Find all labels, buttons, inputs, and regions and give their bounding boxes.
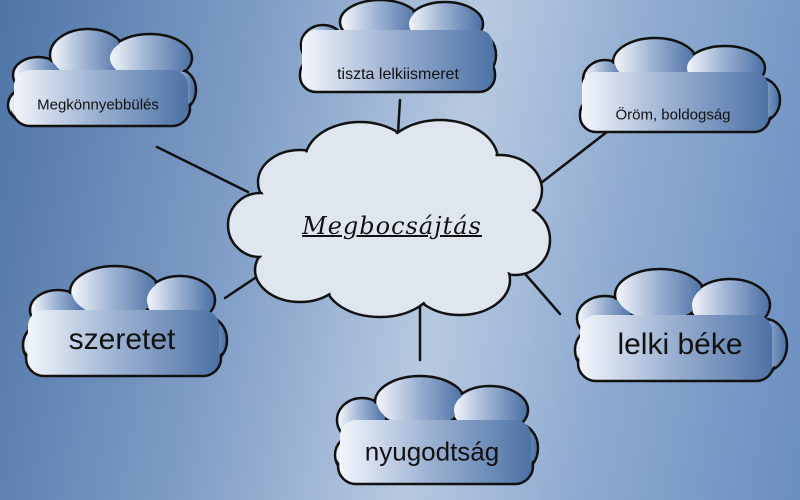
cloud-nyugodtsag	[333, 374, 540, 486]
cloud-orom-boldogsag	[578, 36, 782, 134]
connector-lelki-beke	[518, 266, 562, 316]
label-szeretet: szeretet	[68, 323, 176, 356]
center-cloud-fill	[230, 122, 548, 315]
cloud-tiszta-lelkiismeret	[298, 0, 498, 94]
connector-tiszta-lelkiismeret	[396, 98, 402, 135]
connector-megkonnyebbules	[155, 145, 250, 194]
center-title: Megbocsájtás	[302, 212, 482, 240]
cloud-lelki-beke	[573, 267, 789, 383]
connector-orom-boldogsag	[530, 126, 614, 192]
cloud-megkonnyebbules	[6, 27, 198, 128]
label-megkonnyebbules: Megkönnyebbülés	[37, 96, 159, 114]
label-orom-boldogsag: Öröm, boldogság	[615, 106, 731, 124]
label-nyugodtsag: nyugodtság	[364, 436, 500, 467]
cloud-szeretet	[21, 264, 229, 378]
label-lelki-beke: lelki béke	[617, 328, 743, 361]
connector-szeretet	[223, 274, 260, 300]
label-tiszta-lelkiismeret: tiszta lelkiismeret	[337, 66, 459, 83]
